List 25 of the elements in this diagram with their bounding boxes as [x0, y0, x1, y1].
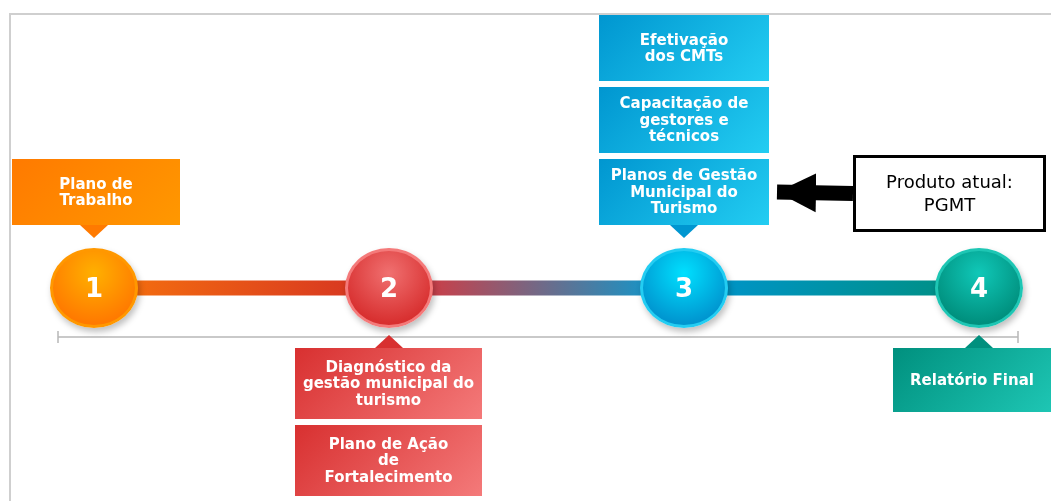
step-number: 3: [674, 273, 694, 303]
step-number: 2: [379, 273, 399, 303]
step-label: Efetivação dos CMTs: [638, 31, 730, 65]
arrow: [776, 173, 854, 213]
step-number: 1: [84, 273, 104, 303]
step-label: Planos de Gestão Municipal do Turismo: [609, 167, 759, 217]
step-label: Relatório Final: [910, 371, 1034, 389]
step-box: [295, 425, 482, 496]
step-label: Plano de Ação de Fortalecimento: [323, 435, 454, 486]
step-box: [599, 15, 769, 81]
step-circle: [345, 248, 433, 328]
step-label: Plano de Trabalho: [58, 175, 134, 209]
step-circle: [935, 248, 1023, 328]
step-label: Produto atual: PGMT: [885, 171, 1014, 216]
note-box: [853, 155, 1046, 232]
step-box: [893, 348, 1051, 412]
step-box: [12, 159, 180, 225]
step-label: Diagnóstico da gestão municipal do turismo: [301, 358, 476, 409]
step-number: 4: [969, 273, 989, 303]
step-label: Capacitação de gestores e técnicos: [618, 95, 750, 145]
step-box: [599, 87, 769, 153]
step-box: [599, 159, 769, 225]
step-circle: [50, 248, 138, 328]
step-box: [295, 348, 482, 419]
step-circle: [640, 248, 728, 328]
